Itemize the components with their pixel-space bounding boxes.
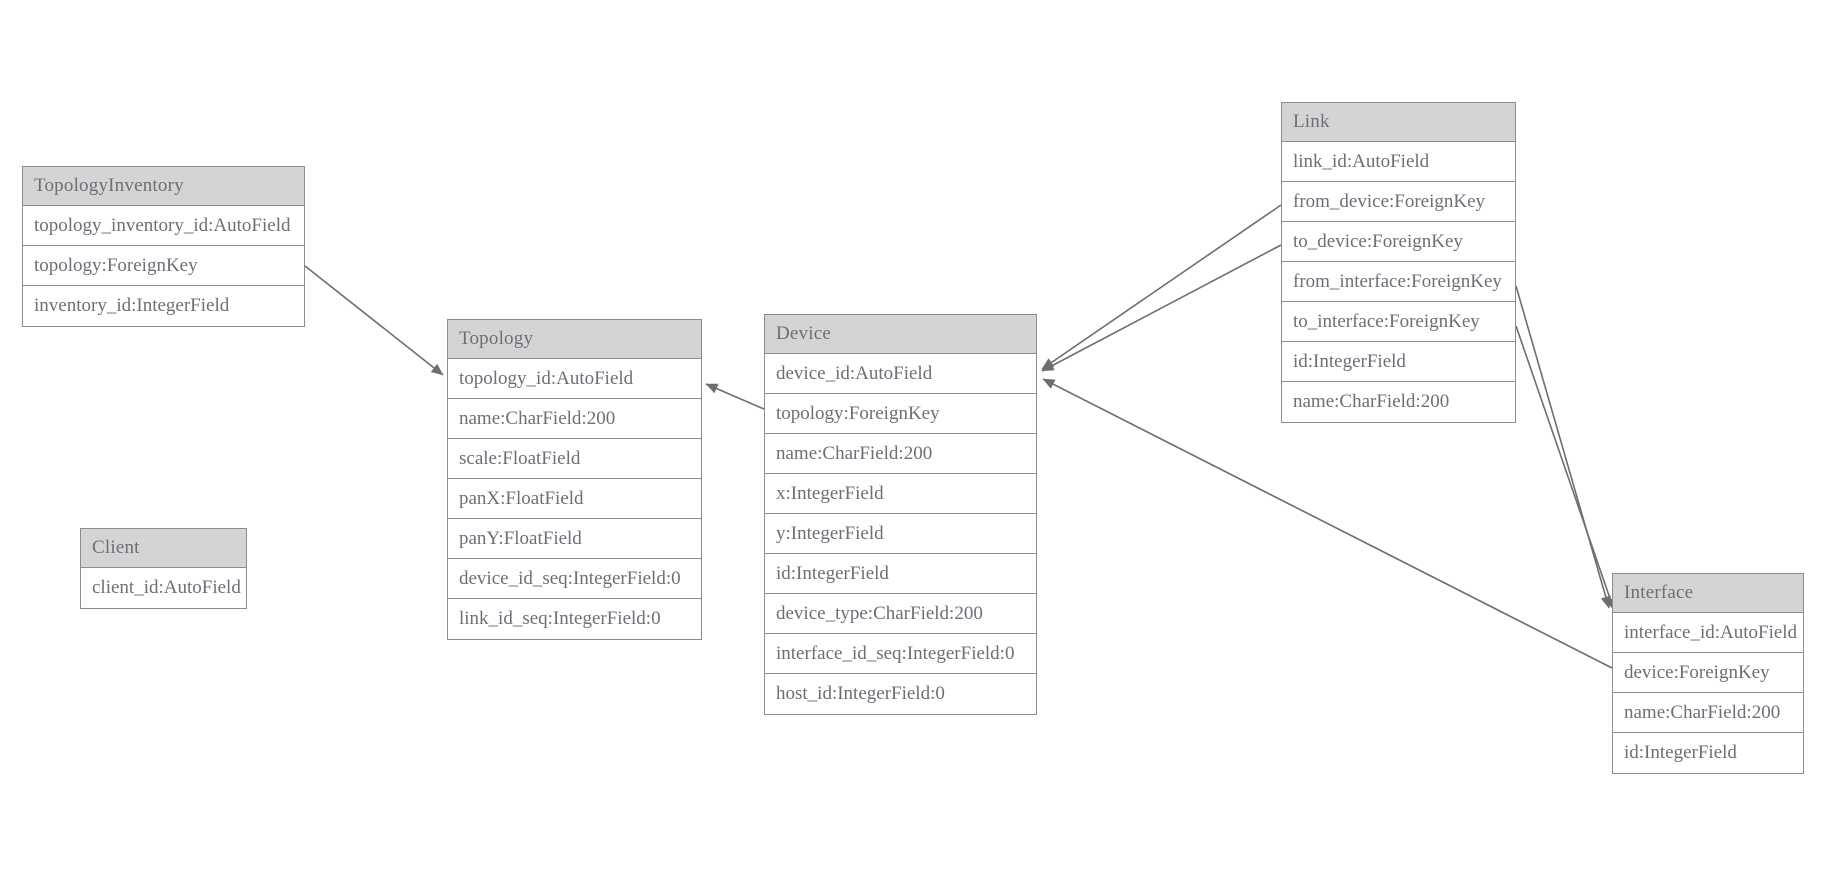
- entity-field-row: scale:FloatField: [448, 439, 701, 479]
- entity-field-row: device_type:CharField:200: [765, 594, 1036, 634]
- entity-field-row: from_device:ForeignKey: [1282, 182, 1515, 222]
- edge-device-topology: [705, 383, 765, 410]
- entity-field-row: host_id:IntegerField:0: [765, 674, 1036, 714]
- entity-field-row: y:IntegerField: [765, 514, 1036, 554]
- entity-field-row: topology_id:AutoField: [448, 359, 701, 399]
- edge-link-to-interface: [1515, 325, 1616, 611]
- entity-field-row: device:ForeignKey: [1613, 653, 1803, 693]
- entity-field-row: name:CharField:200: [448, 399, 701, 439]
- entity-client[interactable]: Client client_id:AutoField: [80, 528, 247, 609]
- entity-title: Interface: [1613, 574, 1803, 613]
- edge-link-to-device: [1041, 244, 1282, 372]
- entity-field-row: x:IntegerField: [765, 474, 1036, 514]
- entity-topology[interactable]: Topology topology_id:AutoField name:Char…: [447, 319, 702, 640]
- entity-topology-inventory[interactable]: TopologyInventory topology_inventory_id:…: [22, 166, 305, 327]
- entity-field-row: panX:FloatField: [448, 479, 701, 519]
- entity-field-row: interface_id_seq:IntegerField:0: [765, 634, 1036, 674]
- entity-title: Client: [81, 529, 246, 568]
- entity-title: Device: [765, 315, 1036, 354]
- entity-field-row: name:CharField:200: [1613, 693, 1803, 733]
- entity-field-row: device_id:AutoField: [765, 354, 1036, 394]
- entity-title: Topology: [448, 320, 701, 359]
- entity-field-row: id:IntegerField: [765, 554, 1036, 594]
- edge-link-from-interface: [1515, 285, 1611, 609]
- entity-field-row: link_id:AutoField: [1282, 142, 1515, 182]
- entity-field-row: inventory_id:IntegerField: [23, 286, 304, 326]
- entity-field-row: client_id:AutoField: [81, 568, 246, 608]
- entity-device[interactable]: Device device_id:AutoField topology:Fore…: [764, 314, 1037, 715]
- entity-interface[interactable]: Interface interface_id:AutoField device:…: [1612, 573, 1804, 774]
- entity-field-row: interface_id:AutoField: [1613, 613, 1803, 653]
- entity-title: TopologyInventory: [23, 167, 304, 206]
- entity-field-row: topology:ForeignKey: [23, 246, 304, 286]
- edge-link-from-device: [1041, 204, 1282, 370]
- edge-topologyinventory-topology: [304, 265, 444, 376]
- entity-field-row: from_interface:ForeignKey: [1282, 262, 1515, 302]
- entity-field-row: name:CharField:200: [765, 434, 1036, 474]
- entity-field-row: panY:FloatField: [448, 519, 701, 559]
- entity-field-row: topology_inventory_id:AutoField: [23, 206, 304, 246]
- entity-field-row: to_interface:ForeignKey: [1282, 302, 1515, 342]
- entity-title: Link: [1282, 103, 1515, 142]
- entity-field-row: id:IntegerField: [1282, 342, 1515, 382]
- entity-link[interactable]: Link link_id:AutoField from_device:Forei…: [1281, 102, 1516, 423]
- entity-field-row: link_id_seq:IntegerField:0: [448, 599, 701, 639]
- entity-field-row: device_id_seq:IntegerField:0: [448, 559, 701, 599]
- entity-field-row: topology:ForeignKey: [765, 394, 1036, 434]
- entity-field-row: id:IntegerField: [1613, 733, 1803, 773]
- entity-field-row: to_device:ForeignKey: [1282, 222, 1515, 262]
- entity-field-row: name:CharField:200: [1282, 382, 1515, 422]
